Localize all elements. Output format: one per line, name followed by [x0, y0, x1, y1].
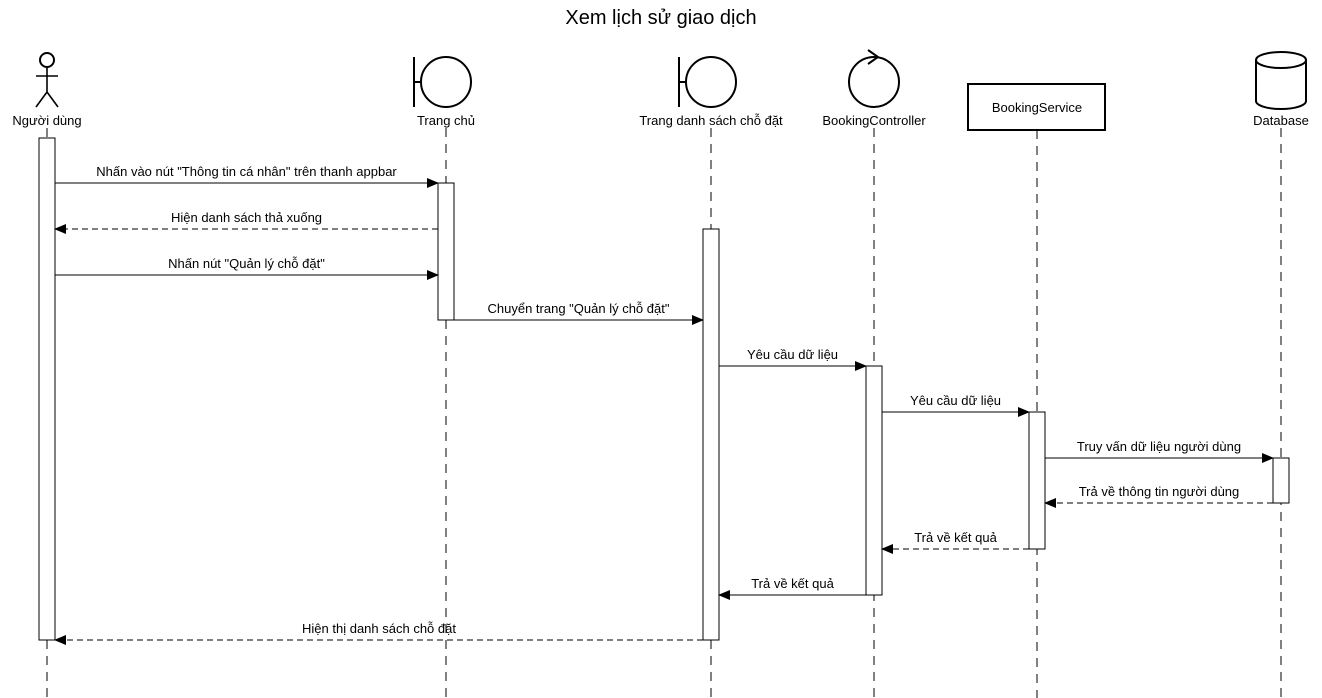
messages: Nhấn vào nút "Thông tin cá nhân" trên th… [54, 164, 1274, 645]
database-icon [1255, 51, 1307, 110]
message-label-6: Yêu cầu dữ liệu [910, 393, 1001, 408]
actor-icon [35, 52, 59, 108]
activation-bar-user [38, 137, 56, 641]
message-label-5: Yêu cầu dữ liệu [747, 347, 838, 362]
activation-bar-svc [1028, 411, 1046, 550]
message-label-1: Nhấn vào nút "Thông tin cá nhân" trên th… [96, 164, 397, 179]
boundary-icon-list [678, 56, 737, 108]
activation-bar-ctrl [865, 365, 883, 596]
boundary-icon-home [413, 56, 472, 108]
activation-bar-list [702, 228, 720, 641]
activation-bars [38, 137, 1290, 641]
message-label-3: Nhấn nút "Quản lý chỗ đặt" [168, 256, 325, 271]
message-label-4: Chuyển trang "Quản lý chỗ đặt" [488, 301, 670, 316]
diagram-title: Xem lịch sử giao dịch [565, 7, 756, 29]
participant-label-home: Trang chủ [417, 113, 475, 128]
participant-label-db: Database [1253, 113, 1309, 128]
participant-label-svc: BookingService [992, 100, 1082, 115]
message-label-2: Hiện danh sách thả xuống [171, 210, 322, 225]
activation-bar-db [1272, 457, 1290, 504]
activation-bar-home [437, 182, 455, 321]
control-icon [848, 49, 900, 108]
message-label-7: Truy vấn dữ liệu người dùng [1077, 439, 1241, 454]
message-label-9: Trả về kết quả [914, 530, 997, 545]
message-label-10: Trả về kết quả [751, 576, 834, 591]
participant-labels: Người dùng Trang chủ Trang danh sách chỗ đ… [12, 100, 1308, 128]
message-label-8: Trả về thông tin người dùng [1079, 484, 1240, 499]
participant-label-ctrl: BookingController [822, 113, 926, 128]
participant-label-user: Người dùng [12, 113, 81, 128]
participant-label-list: Trang danh sách chỗ đặt [639, 113, 783, 128]
message-label-11: Hiện thị danh sách chỗ đặt [302, 621, 456, 636]
